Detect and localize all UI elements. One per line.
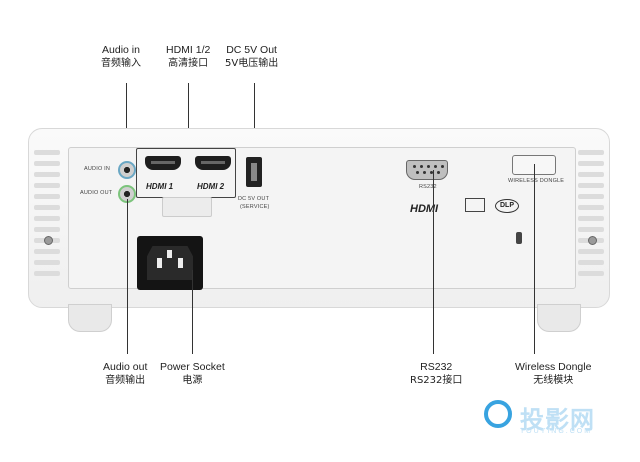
power-callout-en: Power Socket [160,361,225,373]
left-vents [34,150,60,282]
power-callout: Power Socket 电源 [160,361,225,387]
wireless-leader [534,164,535,354]
dc-5v-usb-port[interactable] [246,157,262,187]
audio-out-leader [127,199,128,354]
hdmi-leader [188,83,189,148]
hdmi-2-port[interactable] [195,156,231,170]
monitor-icon [465,198,485,212]
hdmi-logo: HDMI [410,203,439,215]
audio-out-panel-label: AUDIO OUT [80,190,113,196]
hdmi-callout-zh: 高清接口 [168,58,209,69]
wireless-callout-en: Wireless Dongle [515,361,592,373]
right-vents [578,150,604,282]
wireless-callout-zh: 无线模块 [533,375,574,386]
hdmi-callout-en: HDMI 1/2 [166,44,211,56]
blank-plate [162,197,212,217]
dc-out-callout: DC 5V Out 5V电压输出 [225,44,278,70]
dc-out-callout-en: DC 5V Out [226,44,277,56]
rs232-callout-en: RS232 [420,361,453,373]
power-callout-zh: 电源 [182,375,203,386]
dc-out-leader [254,83,255,158]
watermark-subtext: TOUYING.COM [520,428,593,435]
audio-out-callout-en: Audio out [103,361,148,373]
left-foot [68,304,112,332]
audio-in-panel-label: AUDIO IN [84,166,111,172]
dc-out-panel-label-1: DC 5V OUT [238,196,270,202]
audio-in-leader [126,83,127,163]
rs232-callout: RS232 RS232接口 [410,361,462,387]
hdmi-2-label: HDMI 2 [197,182,225,191]
audio-in-callout-en: Audio in [102,44,140,56]
rs232-leader [433,170,434,354]
audio-in-callout: Audio in 音频输入 [101,44,141,70]
power-leader [192,270,193,354]
hdmi-1-label: HDMI 1 [146,182,174,191]
dlp-logo: DLP [495,199,519,213]
hdmi-1-port[interactable] [145,156,181,170]
watermark-logo-icon [484,400,512,428]
rs232-callout-zh: RS232接口 [410,375,463,386]
dc-out-callout-zh: 5V电压输出 [225,58,279,69]
hdmi-callout: HDMI 1/2 高清接口 [166,44,210,70]
audio-in-jack[interactable] [118,161,136,179]
right-screw [588,236,597,245]
rs232-panel-label: RS232 [419,184,437,190]
audio-in-callout-zh: 音频输入 [101,58,141,69]
watermark-text: 投影网 [520,406,595,434]
power-socket[interactable] [137,236,203,290]
rs232-port[interactable] [406,160,448,180]
audio-out-callout: Audio out 音频输出 [103,361,147,387]
audio-out-callout-zh: 音频输出 [105,375,146,386]
dc-out-panel-label-2: (SERVICE) [240,204,270,210]
wireless-panel-label: WIRELESS DONGLE [508,178,565,184]
security-slot [516,232,522,244]
wireless-callout: Wireless Dongle 无线模块 [515,361,591,387]
right-foot [537,304,581,332]
left-screw [44,236,53,245]
